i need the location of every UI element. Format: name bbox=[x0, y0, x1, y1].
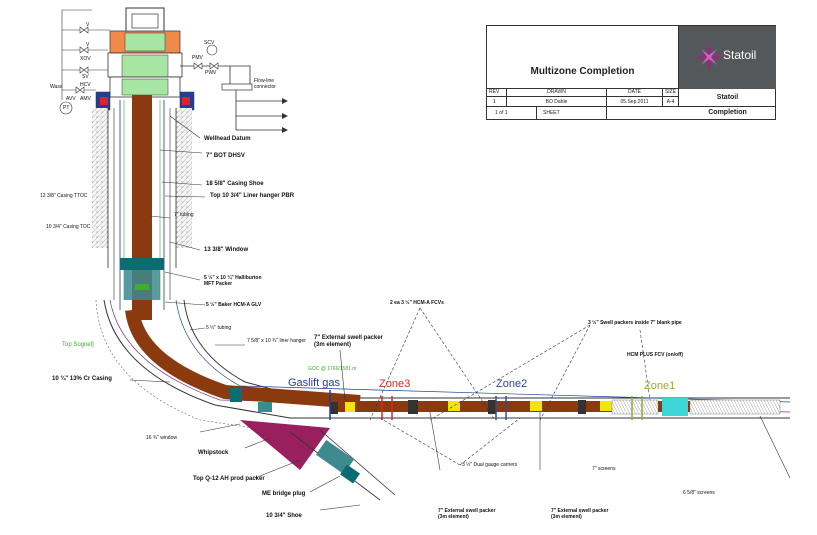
label-gaslift: Gaslift gas bbox=[288, 377, 340, 389]
statoil-logo: Statoil bbox=[679, 26, 776, 89]
label-swell-inside: 3 ½" Swell packers inside 7" blank pipe bbox=[588, 320, 682, 326]
label-screens-658: 6 5/8" screens bbox=[683, 490, 715, 496]
label-liner-pbr: Top 10 3/4" Liner hanger PBR bbox=[210, 193, 295, 199]
size-value: A-4 bbox=[663, 97, 679, 107]
wellhead bbox=[59, 7, 288, 133]
company-name: Statoil bbox=[679, 89, 776, 107]
label-hcm-fcvs: 2 ea 3 ½" HCM-A FCVs bbox=[390, 300, 444, 306]
label-sv: SV bbox=[82, 74, 89, 80]
sheet-value: 1 of 1 bbox=[487, 107, 537, 119]
label-top-sognefj: Top Sognefj bbox=[62, 342, 94, 348]
date-value: 05.Sep.2011 bbox=[607, 97, 663, 107]
logo-text: Statoil bbox=[723, 48, 757, 62]
size-label: SIZE bbox=[663, 89, 679, 97]
label-tubing-7: 7" tubing bbox=[174, 212, 194, 218]
label-scv: SCV bbox=[204, 40, 215, 46]
label-zone1: Zone1 bbox=[644, 380, 676, 392]
drawn-value: BO Dahle bbox=[507, 97, 607, 107]
drawing-title: Multizone Completion bbox=[487, 26, 679, 89]
label-goc: GOC @ 1766/1581 m bbox=[308, 366, 357, 372]
label-cr-casing: 10 ¾" 13% Cr Casing bbox=[52, 376, 112, 382]
label-avv: AVV bbox=[66, 96, 76, 102]
label-shoe-18: 18 5/8" Casing Shoe bbox=[206, 181, 264, 187]
label-hcv: HCV bbox=[80, 82, 91, 88]
dashed-leaders bbox=[369, 307, 651, 466]
label-whipstock: Whipstock bbox=[198, 450, 229, 456]
vertical-well bbox=[92, 95, 192, 320]
subject: Completion bbox=[708, 109, 747, 116]
label-casing-toc: 10 3/4" Casing TOC bbox=[46, 224, 91, 230]
label-bot-dhsv: 7" BOT DHSV bbox=[206, 153, 245, 159]
label-xov: XOV bbox=[80, 56, 91, 62]
label-pt: PT bbox=[63, 105, 70, 111]
label-pwv: PWV bbox=[205, 70, 217, 76]
label-v2: V bbox=[86, 42, 90, 48]
sheet-label: SHEET bbox=[537, 107, 607, 119]
label-baker-glv: 5 ½" Baker HCM-A GLV bbox=[206, 302, 262, 308]
drawn-label: DRAWN bbox=[507, 89, 607, 97]
label-liner-hanger-7: 7 5/8" x 10 ¾" liner hanger bbox=[247, 338, 306, 344]
label-window-16: 16 ¾" window bbox=[146, 435, 177, 441]
label-v1: V bbox=[86, 22, 90, 28]
label-ext-swell-b1: 7" External swell packer (3m element) bbox=[438, 508, 496, 520]
label-tubing-55: 5 ½" tubing bbox=[206, 325, 232, 331]
label-wass: Wass bbox=[50, 84, 63, 90]
label-pmv: PMV bbox=[192, 55, 203, 61]
label-mft-packer: 5 ½" x 10 ¾" Halliburton MFT Packer bbox=[204, 275, 262, 287]
leader-lines bbox=[129, 115, 791, 511]
zone-markers bbox=[329, 390, 643, 420]
label-q12-packer: Top Q-12 AH prod packer bbox=[193, 476, 265, 482]
label-screens-7: 7" screens bbox=[592, 466, 616, 472]
label-ext-swell-b2: 7" External swell packer (3m element) bbox=[551, 508, 609, 520]
date-label: DATE bbox=[607, 89, 663, 97]
rev-label: REV bbox=[487, 89, 507, 97]
label-shoe-10: 10 3/4" Shoe bbox=[266, 513, 302, 519]
whipstock-lateral bbox=[240, 420, 396, 501]
label-me-bridge: ME bridge plug bbox=[262, 491, 306, 497]
label-dual-gauge: 3 ½" Dual gauge carriers bbox=[462, 462, 518, 468]
label-amv: AMV bbox=[80, 96, 91, 102]
label-zone3: Zone3 bbox=[379, 378, 411, 390]
label-hcm-plus: HCM PLUS FCV (on/off) bbox=[627, 352, 684, 358]
label-casing-ttoc: 13 3/8" Casing TTOC bbox=[40, 193, 88, 199]
label-ext-swell-top: 7" External swell packer (3m element) bbox=[314, 335, 383, 348]
label-window-13: 13 3/8" Window bbox=[204, 247, 249, 253]
label-wellhead-datum: Wellhead Datum bbox=[204, 136, 251, 142]
title-block: Multizone Completion Statoil REV 1 DRAWN… bbox=[486, 25, 776, 120]
label-flowline: Flow-line connector bbox=[254, 78, 276, 90]
label-zone2: Zone2 bbox=[496, 378, 528, 390]
statoil-star-icon bbox=[695, 43, 723, 71]
completion-equipment bbox=[230, 388, 781, 416]
rev-value: 1 bbox=[487, 97, 507, 107]
